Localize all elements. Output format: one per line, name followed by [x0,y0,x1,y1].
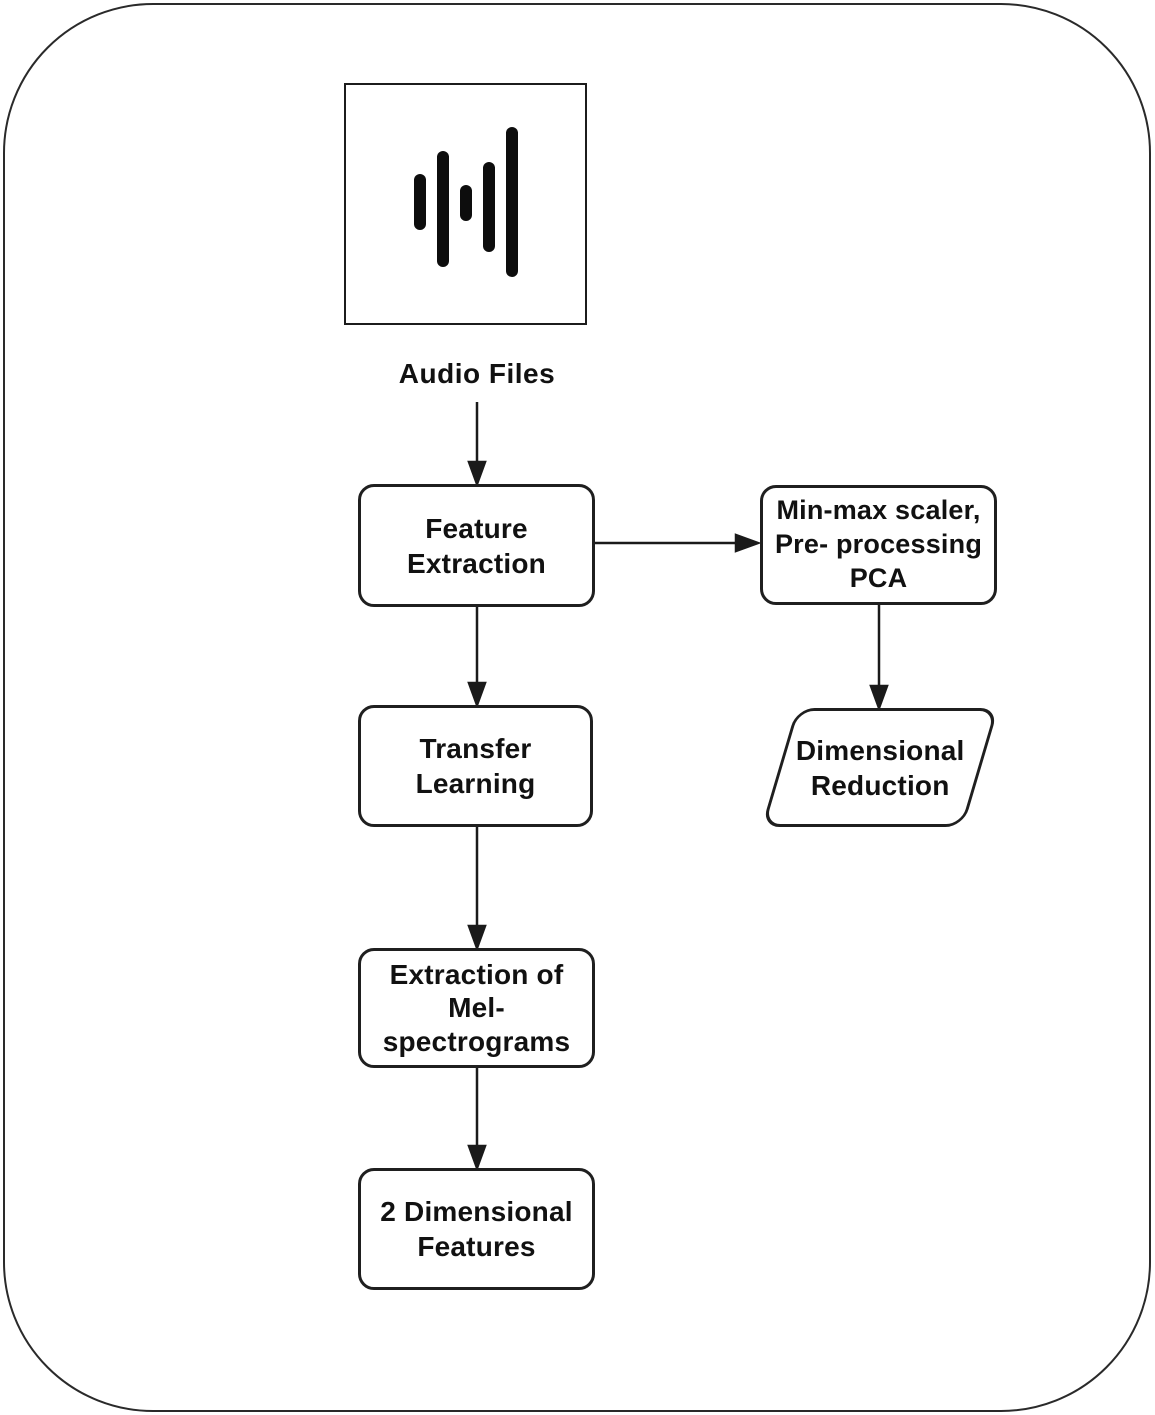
audio-files-label: Audio Files [398,358,556,389]
waveform-bar [482,162,495,252]
audio-files-icon-box [344,83,587,325]
node-preprocessing: Min-max scaler, Pre- processing PCA [760,485,997,605]
audio-waveform-icon [413,127,518,277]
waveform-bar [505,127,518,277]
waveform-bar [459,185,472,221]
node-feature-extraction: Feature Extraction [358,484,595,607]
node-mel-spectrograms: Extraction of Mel- spectrograms [358,948,595,1068]
diagram-outer-border [3,3,1151,1412]
waveform-bar [413,174,426,230]
node-label: Dimensional Reduction [795,734,965,801]
node-label: Feature Extraction [407,512,546,579]
node-dimensional-reduction: Dimensional Reduction [761,708,999,827]
node-transfer-learning: Transfer Learning [358,705,593,827]
node-label: Transfer Learning [415,733,536,799]
waveform-bar [436,151,449,267]
node-two-dimensional-features: 2 Dimensional Features [358,1168,595,1290]
node-label: 2 Dimensional Features [380,1196,573,1262]
node-label: Extraction of Mel- spectrograms [382,958,571,1057]
node-label: Min-max scaler, Pre- processing PCA [774,495,983,593]
